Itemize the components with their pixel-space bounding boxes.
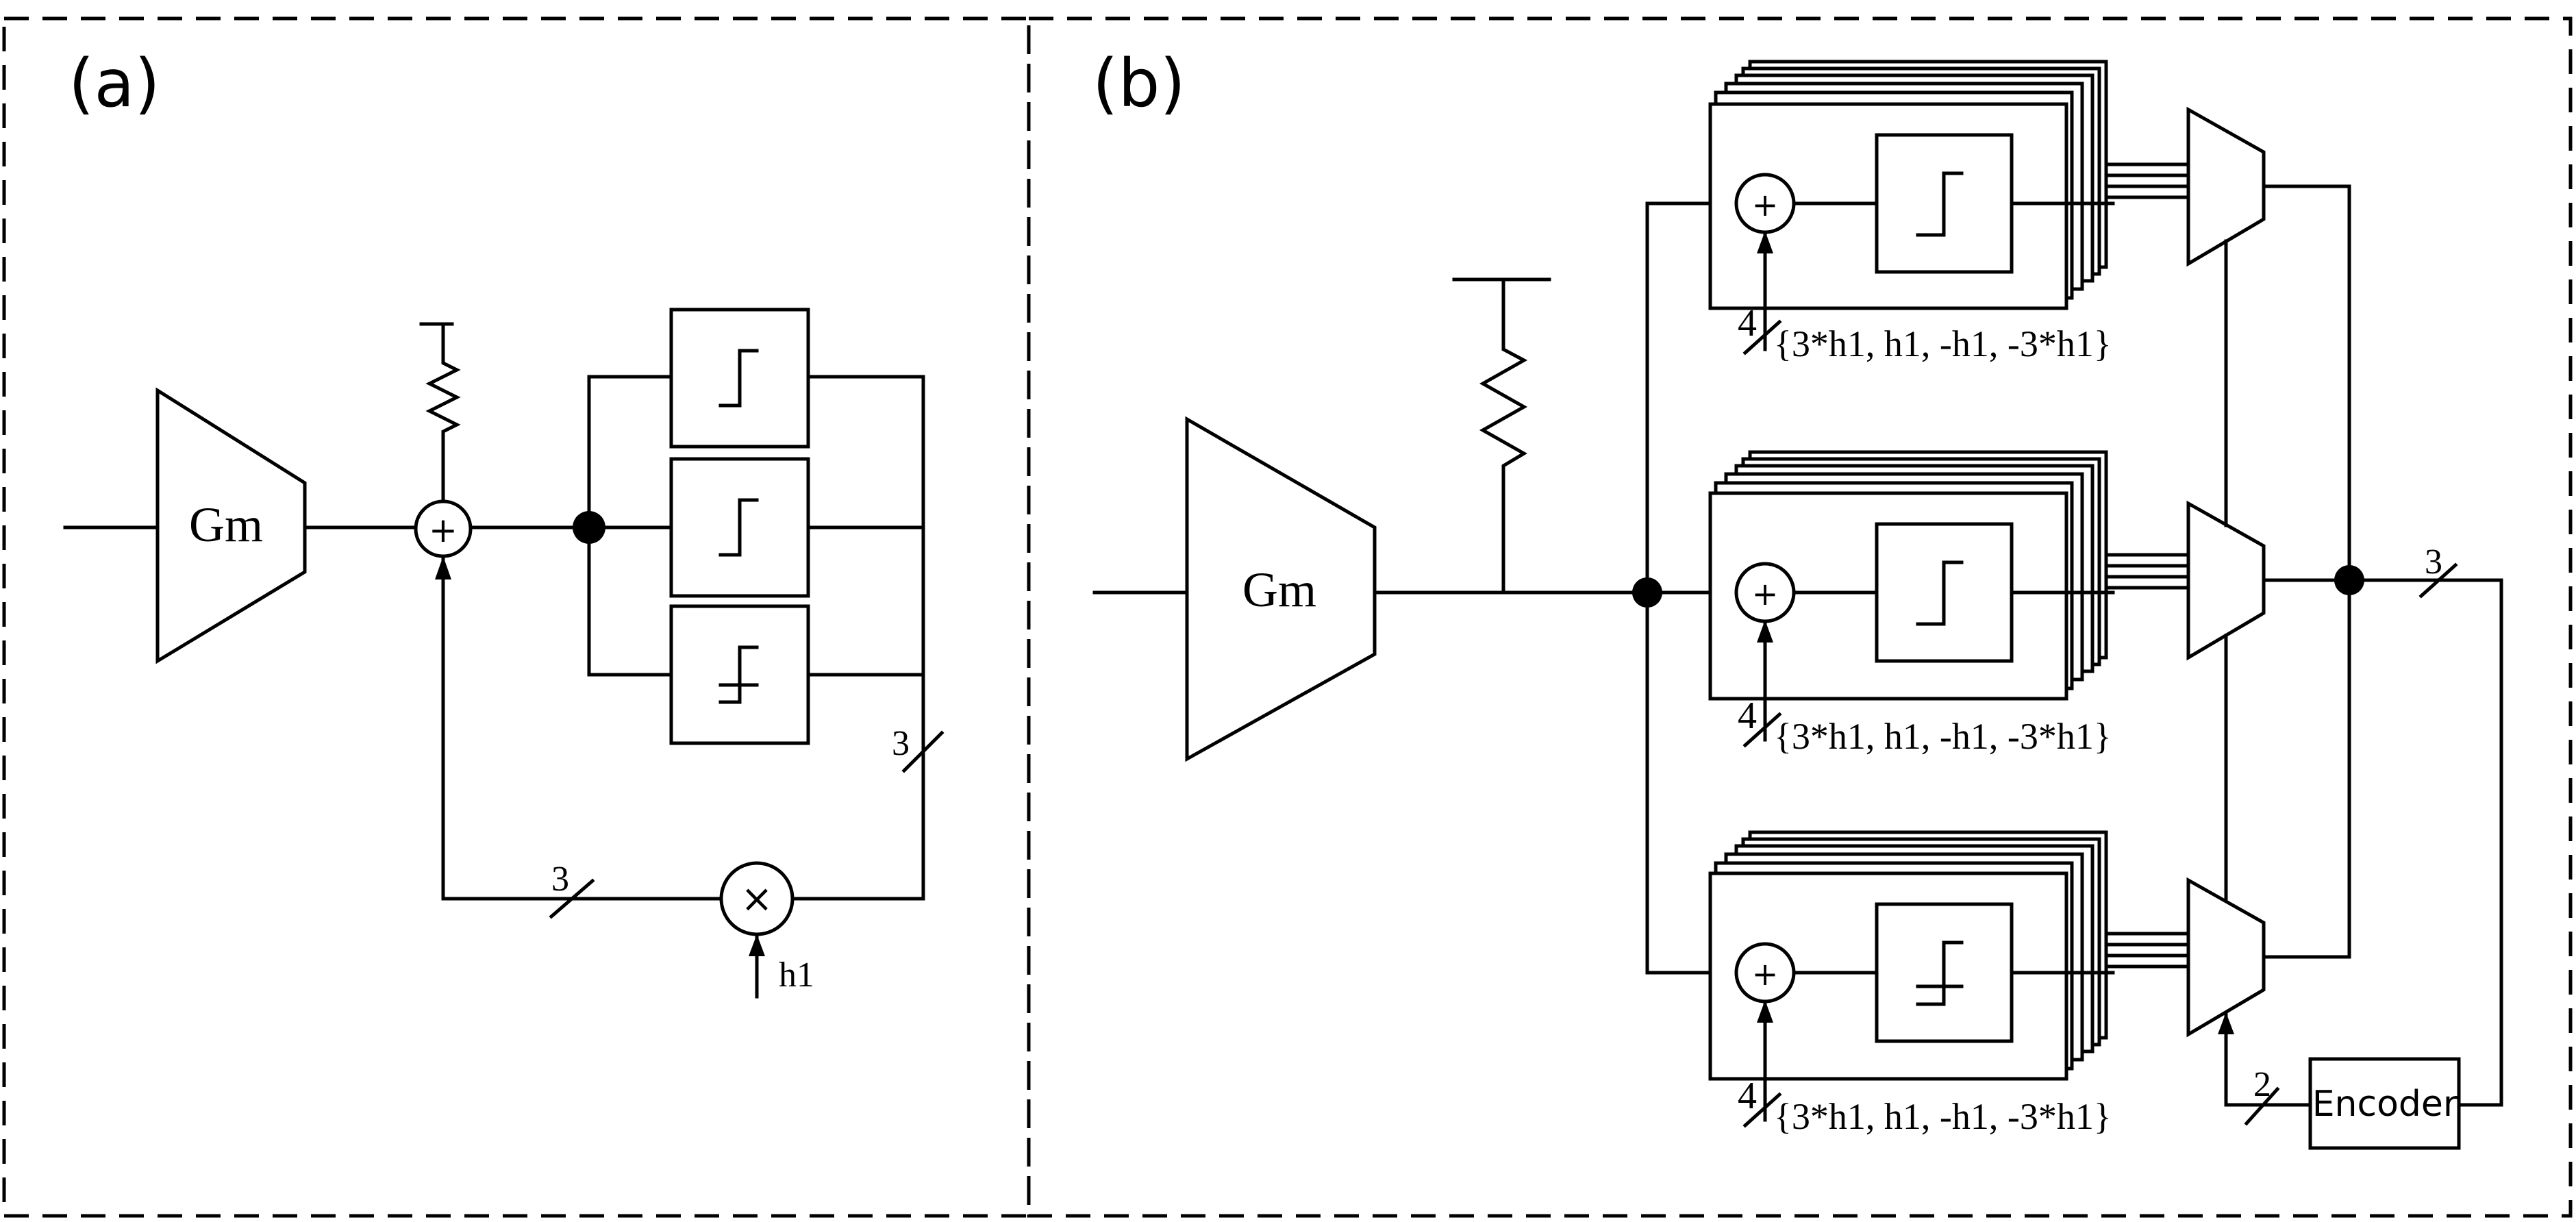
comparator-icon <box>718 498 759 557</box>
panel-a-label: (a) <box>68 45 160 122</box>
tap-values-top: {3*h1, h1, -h1, -3*h1} <box>1774 323 2112 364</box>
panel-b: (b) Gm + <box>1092 45 2503 1150</box>
slice-top: + <box>1708 60 2115 351</box>
tap-bus-width-middle: 4 <box>1738 695 1757 737</box>
select-bus-width-label: 2 <box>2253 1065 2271 1104</box>
panel-a-adder: + <box>414 499 473 558</box>
coefficient-label-h1: h1 <box>779 956 814 995</box>
mux-icon <box>2186 106 2266 267</box>
svg-text:+: + <box>429 510 458 550</box>
panel-b-gm-amplifier <box>1185 416 1377 762</box>
bus-width-label-feedback: 3 <box>551 860 569 899</box>
feedback-wire <box>441 556 723 901</box>
encoder-block <box>2308 1057 2461 1150</box>
slice-middle: + <box>1708 450 2115 742</box>
panel-b-gm-label: Gm <box>1242 562 1316 617</box>
svg-text:+: + <box>1752 186 1779 223</box>
comparator-icon <box>718 645 759 704</box>
bus-width-label-vertical: 3 <box>892 724 910 763</box>
svg-text:+: + <box>1752 575 1779 612</box>
comparator-1 <box>669 308 810 449</box>
mux-output-wires <box>2262 184 2351 959</box>
tap-values-bottom: {3*h1, h1, -h1, -3*h1} <box>1774 1096 2112 1137</box>
mux-icon <box>2186 500 2266 661</box>
panel-b-frame <box>1027 16 2573 1218</box>
tap-bus-width-top: 4 <box>1738 302 1757 345</box>
select-bus-wire <box>2224 1012 2312 1107</box>
slice-bottom: + <box>1708 830 2115 1122</box>
output-bus-to-encoder <box>2347 578 2503 1107</box>
panel-b-resistor <box>1452 277 1551 595</box>
tap-bus-width-bottom: 4 <box>1738 1075 1757 1117</box>
panel-a-multiplier: × <box>719 861 795 936</box>
encoder-label: Encoder <box>2312 1084 2458 1125</box>
multiplier-icon: × <box>741 877 773 921</box>
output-bus-wire <box>792 375 925 901</box>
comparator-3 <box>669 604 810 745</box>
comparator-2 <box>669 457 810 598</box>
output-bus-width-label: 3 <box>2425 543 2442 582</box>
comparator-icon <box>718 349 759 408</box>
svg-text:+: + <box>1752 956 1779 993</box>
mux-input-buses <box>2104 162 2190 969</box>
panel-a-resistor <box>419 322 461 503</box>
panel-a-gm-amplifier <box>155 387 307 664</box>
panel-a-gm-label: Gm <box>189 497 263 552</box>
mux-icon <box>2186 877 2266 1038</box>
comparator-icon <box>1875 522 2014 663</box>
panel-b-label: (b) <box>1092 45 1186 122</box>
panel-a: (a) Gm + <box>63 45 945 999</box>
tap-values-middle: {3*h1, h1, -h1, -3*h1} <box>1774 716 2112 757</box>
